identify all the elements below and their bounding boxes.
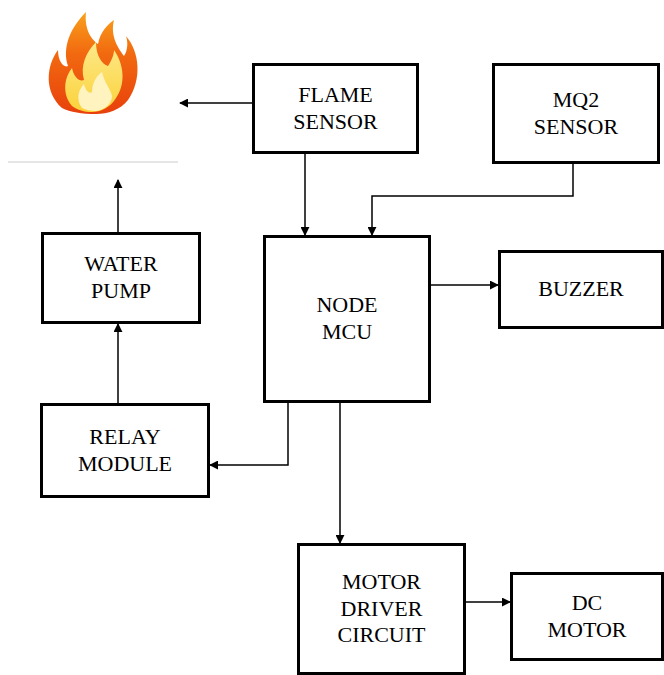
sensor-to-fire-arrow [180,102,252,104]
box-label: MQ2 SENSOR [522,87,630,141]
ground-line [8,162,178,163]
signal-arrow [210,403,288,465]
sensor-box: FLAME SENSOR [252,63,419,154]
signal-arrow [431,284,498,286]
controller-box: NODE MCU [263,235,431,403]
box-label: BUZZER [538,276,624,303]
relay-box: RELAY MODULE [40,403,210,498]
pump-to-fire-arrow [117,180,119,232]
signal-arrow [339,403,341,543]
flame-picture [49,12,138,114]
sensor-box: MQ2 SENSOR [492,63,660,164]
signal-arrow [466,601,510,603]
box-label: MOTOR DRIVER CIRCUIT [328,569,436,649]
box-label: FLAME SENSOR [282,82,390,136]
signal-arrow [372,164,573,235]
output-box: BUZZER [498,250,664,329]
driver-box: MOTOR DRIVER CIRCUIT [297,543,466,675]
box-label: NODE MCU [293,292,401,346]
motor-box: DC MOTOR [510,572,664,661]
box-label: RELAY MODULE [71,424,179,478]
signal-arrow [304,154,306,235]
box-label: DC MOTOR [533,590,641,644]
actuator-box: WATER PUMP [41,232,201,324]
signal-arrow [117,324,119,403]
box-label: WATER PUMP [67,251,175,305]
